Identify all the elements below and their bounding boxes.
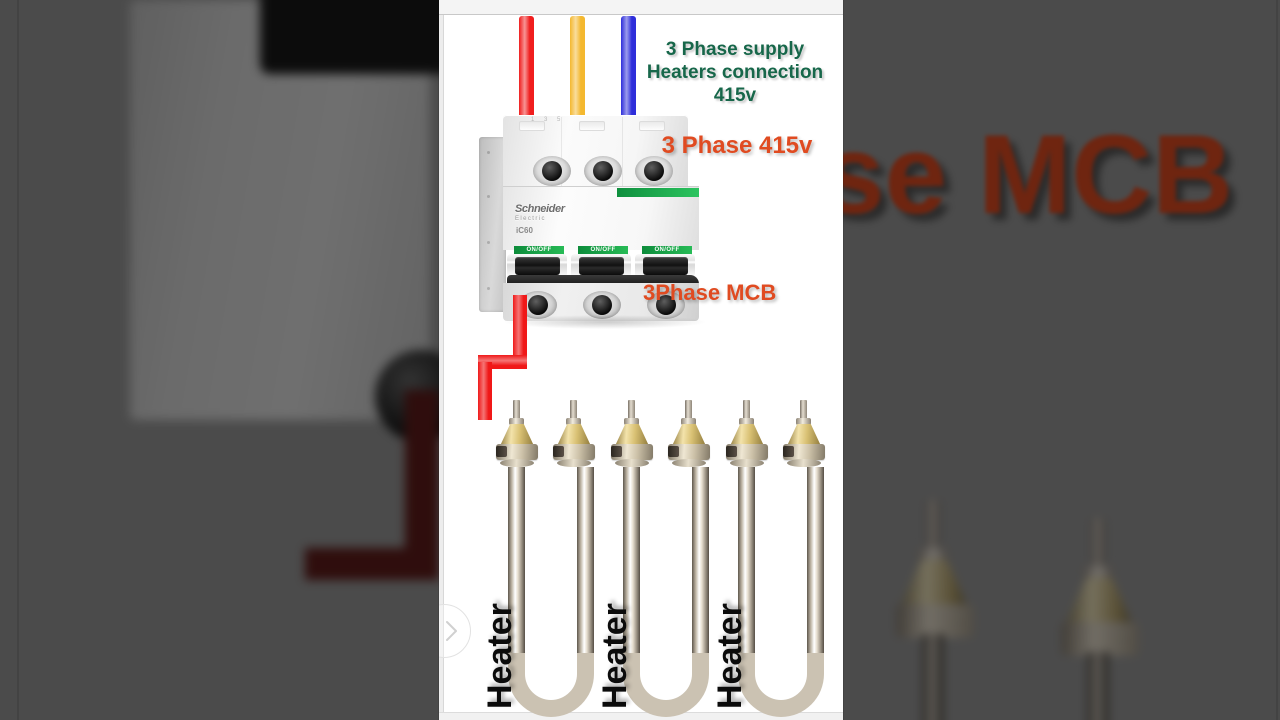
mcb-front-face: Schneider Electric iC60: [503, 186, 699, 250]
heater-terminal-left[interactable]: [494, 400, 540, 467]
supply-title-line-2: Heaters connection: [646, 62, 824, 84]
heater-u-tube: [508, 467, 594, 717]
video-panel: 1 3 5 Schneider Electric iC60 ON/OFF ON/…: [439, 0, 843, 720]
mcb-drop-shadow: [505, 315, 705, 329]
heater-terminal-right[interactable]: [781, 400, 827, 467]
heater-terminal-left[interactable]: [609, 400, 655, 467]
heater-label: Heater: [596, 603, 634, 709]
mcb-output-terminal-l2[interactable]: [583, 291, 621, 319]
mcb-pole-numbers: 1 3 5: [531, 117, 565, 123]
mcb-device[interactable]: 1 3 5 Schneider Electric iC60 ON/OFF ON/…: [479, 115, 714, 329]
heater-terminal-left[interactable]: [724, 400, 770, 467]
supply-title-line-1: 3 Phase supply: [665, 39, 805, 60]
next-slide-button[interactable]: [439, 604, 471, 658]
chevron-right-icon: [446, 621, 457, 641]
background-seam-line: [17, 0, 19, 720]
mcb-output-terminal-l3[interactable]: [647, 291, 685, 319]
heater-u-tube: [738, 467, 824, 717]
mcb-model-label: iC60: [516, 226, 533, 235]
load-wire-segment-vertical-upper: [513, 295, 527, 355]
panel-bottom-edge: [439, 712, 843, 720]
heater-label: Heater: [711, 603, 749, 709]
background-mcb-blurred: [110, 0, 480, 580]
load-wire-segment-vertical-lower: [478, 362, 492, 420]
supply-title-block: 3 Phase supply Heaters connection 415v: [637, 38, 833, 108]
mcb-rocker-3[interactable]: [635, 254, 695, 278]
mcb-pole-1[interactable]: ON/OFF: [507, 246, 567, 278]
phase-voltage-label: 3 Phase 415v: [661, 132, 813, 159]
background-red-wire: [305, 548, 439, 580]
mcb-pole-3[interactable]: ON/OFF: [635, 246, 695, 278]
heater-terminal-right[interactable]: [551, 400, 597, 467]
background-seam-line: [1276, 0, 1278, 720]
mcb-brand-green-strip: [617, 188, 699, 197]
mcb-input-terminal-l2[interactable]: [584, 156, 622, 186]
mcb-rocker-1[interactable]: [507, 254, 567, 278]
mcb-onoff-indicator: ON/OFF: [642, 246, 692, 255]
panel-top-edge: [439, 0, 843, 15]
mcb-rocker-2[interactable]: [571, 254, 631, 278]
mcb-brand-name: Schneider Electric: [515, 203, 565, 223]
mcb-onoff-indicator: ON/OFF: [578, 246, 628, 255]
mcb-side-fin: [479, 137, 506, 312]
mcb-input-terminal-l1[interactable]: [533, 156, 571, 186]
heater-label: Heater: [481, 603, 519, 709]
mcb-pole-2[interactable]: ON/OFF: [571, 246, 631, 278]
mcb-caption-label: 3Phase MCB: [643, 280, 777, 305]
mcb-onoff-indicator: ON/OFF: [514, 246, 564, 255]
mcb-input-terminal-l3[interactable]: [635, 156, 673, 186]
supply-title-line-3: 415v: [713, 85, 757, 107]
heater-terminal-right[interactable]: [666, 400, 712, 467]
background-heater-terminals-blurred: [860, 470, 1280, 720]
heater-u-tube: [623, 467, 709, 717]
panel-left-rail: [439, 15, 444, 712]
